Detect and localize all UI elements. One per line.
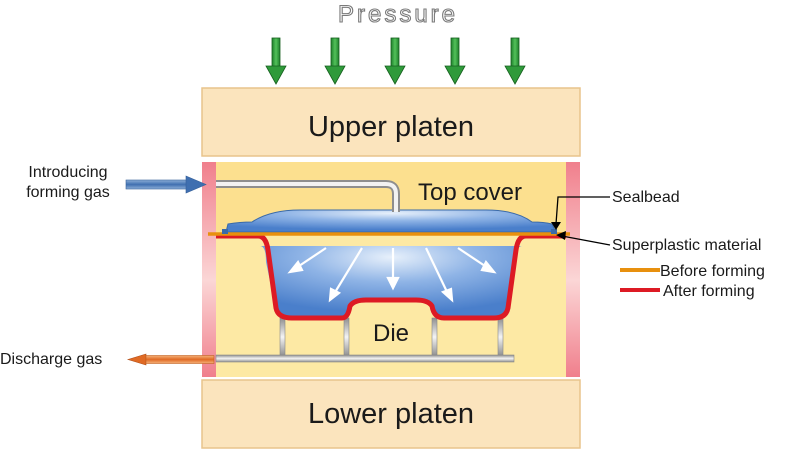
upper-platen-label: Upper platen [308,111,474,143]
die-label: Die [373,320,409,347]
after-forming-sheet [216,233,566,321]
left-sealbead [222,229,228,234]
down-arrow-icon [384,37,406,85]
left-side-wall [202,162,216,377]
legend: Before forming After forming [620,263,765,300]
top-cover-label: Top cover [418,179,522,206]
left-arrow-icon [126,353,215,366]
right-arrow-icon [125,175,207,194]
legend-before-label: Before forming [660,263,765,280]
down-arrow-icon [444,37,466,85]
discharge-gas-label: Discharge gas [0,351,102,368]
superplastic-leader [561,235,611,246]
upper-platen [201,87,581,157]
legend-after-label: After forming [663,283,755,300]
pressure-title: Pressure [338,1,458,28]
down-arrow-icon [265,37,287,85]
introducing-gas-label-2: forming gas [26,184,110,201]
down-arrow-icon [504,37,526,85]
pressure-arrows [265,37,526,85]
lower-platen-label: Lower platen [308,398,474,430]
right-side-wall [566,162,580,377]
right-sealbead [551,229,557,234]
lower-platen [201,379,581,449]
down-arrow-icon [324,37,346,85]
sealbead-label: Sealbead [612,189,680,206]
introducing-gas-label-1: Introducing [28,164,107,181]
top-cover-cavity [225,209,557,233]
discharge-pipe [215,354,515,363]
sealbead-leader [555,196,610,225]
gas-flow-arrows [287,247,497,303]
superplastic-material-label: Superplastic material [612,237,761,254]
